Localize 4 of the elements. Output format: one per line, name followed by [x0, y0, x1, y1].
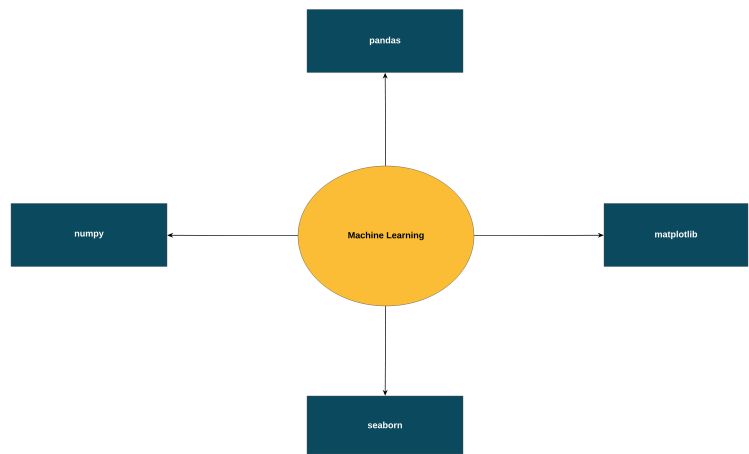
library-box: numpy: [10, 203, 168, 267]
library-box: pandas: [306, 9, 464, 73]
library-box: matplotlib: [604, 203, 748, 267]
library-box: seaborn: [306, 396, 464, 454]
